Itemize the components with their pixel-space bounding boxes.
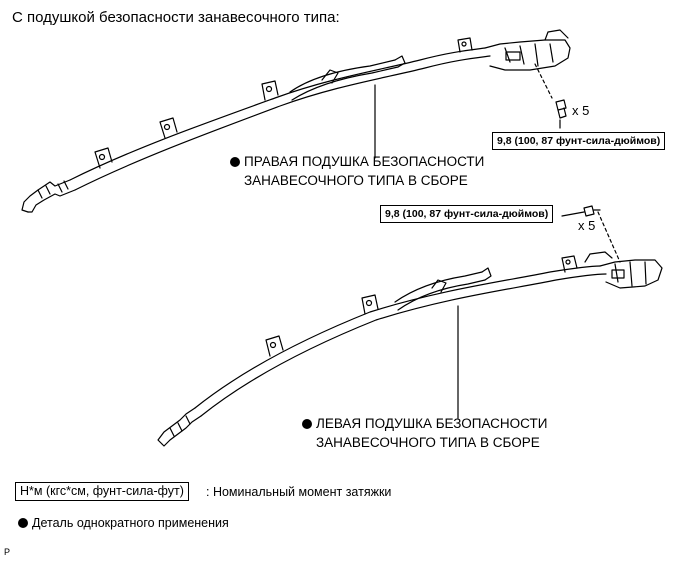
legend-single-use-text: Деталь однократного применения xyxy=(32,516,229,530)
single-use-bullet-icon xyxy=(230,157,240,167)
single-use-bullet-icon xyxy=(302,419,312,429)
bolt-qty-left: x 5 xyxy=(578,218,596,233)
left-airbag-label-line1: ЛЕВАЯ ПОДУШКА БЕЗОПАСНОСТИ xyxy=(316,416,548,431)
page-title: С подушкой безопасности занавесочного ти… xyxy=(12,9,340,26)
footer-code: P xyxy=(4,547,11,557)
left-airbag-assembly xyxy=(157,205,663,447)
left-airbag-label-line2: ЗАНАВЕСОЧНОГО ТИПА В СБОРЕ xyxy=(316,435,540,450)
legend-unit-desc: : Номинальный момент затяжки xyxy=(206,485,392,499)
single-use-bullet-icon xyxy=(18,518,28,528)
bolt-qty-right: x 5 xyxy=(572,103,590,118)
left-airbag-label: ЛЕВАЯ ПОДУШКА БЕЗОПАСНОСТИ ЗАНАВЕСОЧНОГО… xyxy=(302,414,547,452)
right-airbag-label: ПРАВАЯ ПОДУШКА БЕЗОПАСНОСТИ ЗАНАВЕСОЧНОГ… xyxy=(230,152,484,190)
right-airbag-assembly xyxy=(21,29,571,213)
right-airbag-label-line1: ПРАВАЯ ПОДУШКА БЕЗОПАСНОСТИ xyxy=(244,154,485,169)
right-airbag-label-line2: ЗАНАВЕСОЧНОГО ТИПА В СБОРЕ xyxy=(244,173,468,188)
legend-single-use: Деталь однократного применения xyxy=(18,517,229,530)
torque-spec-right: 9,8 (100, 87 фунт-сила-дюймов) xyxy=(492,132,666,150)
legend-unit-box: Н*м (кгс*см, фунт-сила-фут) xyxy=(15,482,189,501)
torque-spec-left: 9,8 (100, 87 фунт-сила-дюймов) xyxy=(380,205,554,223)
